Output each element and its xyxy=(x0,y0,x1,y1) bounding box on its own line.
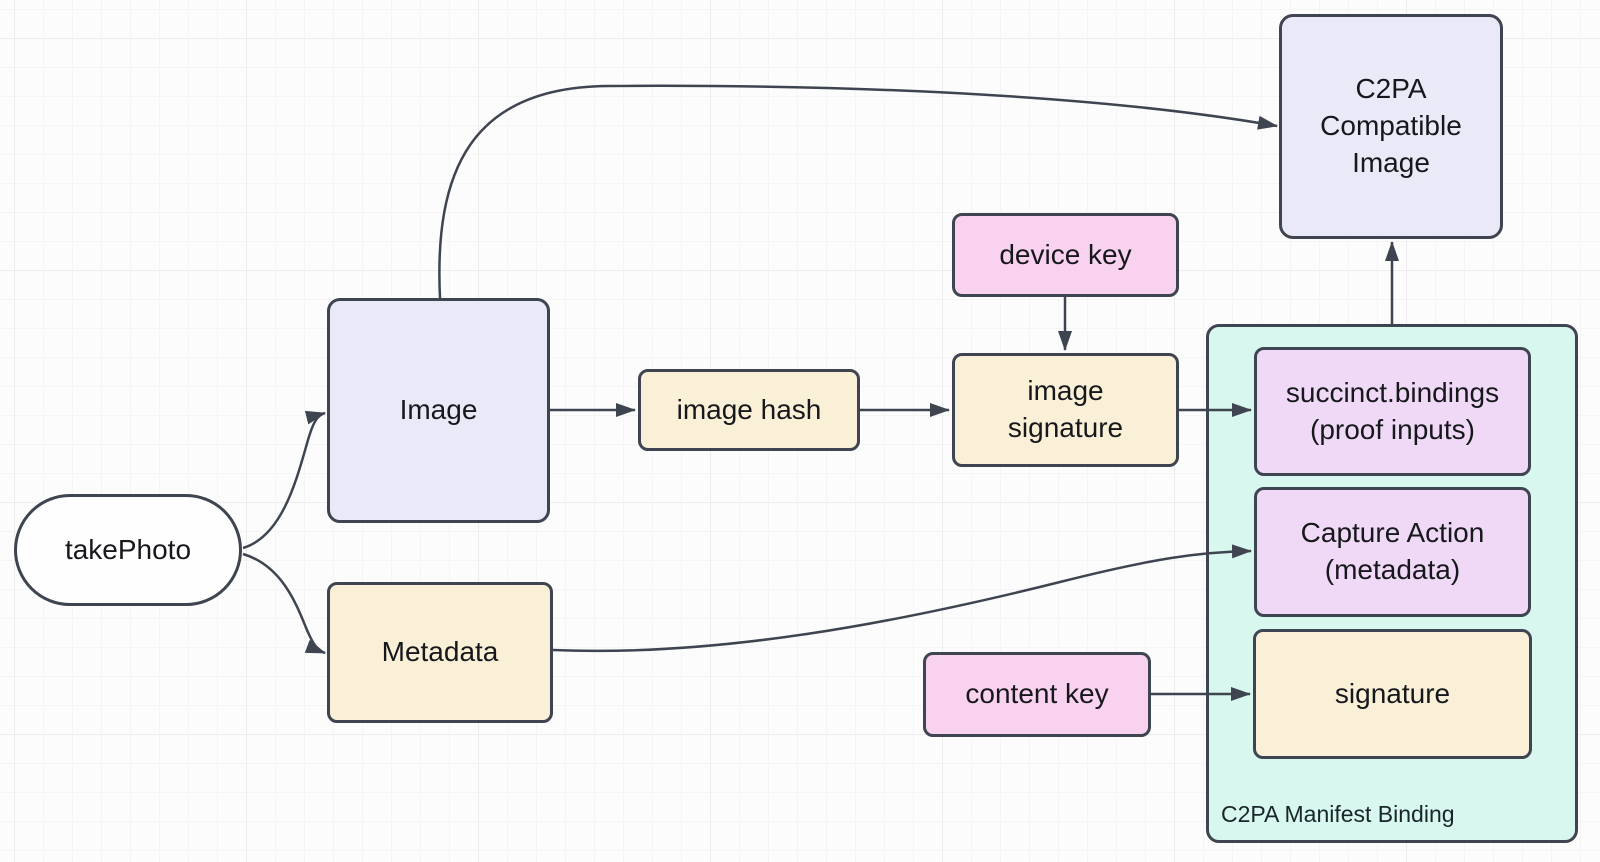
node-takephoto: takePhoto xyxy=(14,494,242,606)
node-capture-action: Capture Action (metadata) xyxy=(1254,487,1531,617)
node-content-key: content key xyxy=(923,652,1151,737)
node-metadata: Metadata xyxy=(327,582,553,723)
node-succinct-bindings: succinct.bindings (proof inputs) xyxy=(1254,347,1531,476)
node-c2pa-compatible-image: C2PA Compatible Image xyxy=(1279,14,1503,239)
node-device-key: device key xyxy=(952,213,1179,297)
node-image-signature: image signature xyxy=(952,353,1179,467)
edge-image-to-c2pa-image xyxy=(438,84,1278,299)
node-image-hash: image hash xyxy=(638,369,860,451)
group-label-c2pa-manifest-binding: C2PA Manifest Binding xyxy=(1221,801,1455,827)
node-signature: signature xyxy=(1253,629,1532,759)
node-image: Image xyxy=(327,298,550,523)
edge-takephoto-to-image xyxy=(242,410,326,550)
edge-metadata-to-captureaction xyxy=(552,544,1252,653)
edge-takephoto-to-metadata xyxy=(242,552,326,655)
